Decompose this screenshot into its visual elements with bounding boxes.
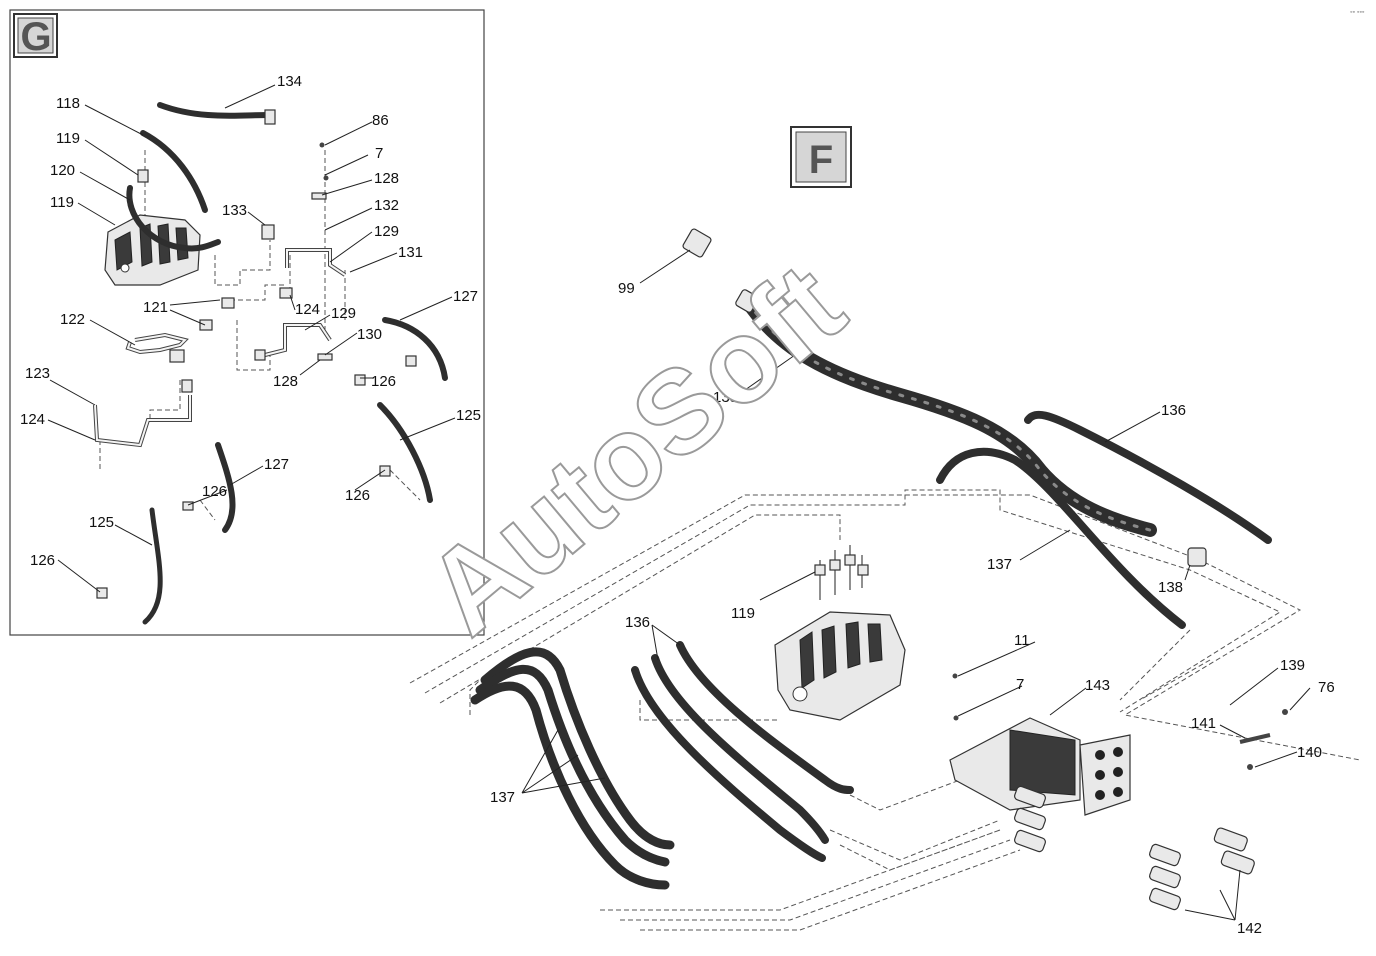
callout-126-d: 126 bbox=[30, 552, 55, 569]
callout-129-b: 129 bbox=[331, 305, 356, 322]
callout-86: 86 bbox=[372, 112, 389, 129]
callout-130: 130 bbox=[357, 326, 382, 343]
callout-143: 143 bbox=[1085, 677, 1110, 694]
bracket-143 bbox=[949, 717, 1131, 816]
callout-134: 134 bbox=[277, 73, 302, 90]
leaders-f bbox=[521, 249, 1311, 921]
callout-127: 127 bbox=[453, 288, 478, 305]
callout-126: 126 bbox=[371, 373, 396, 390]
section-g-letter: G bbox=[20, 15, 51, 59]
callout-131: 131 bbox=[398, 244, 423, 261]
section-g: G bbox=[9, 9, 485, 636]
section-f-letter: F bbox=[809, 138, 833, 182]
callout-142: 142 bbox=[1237, 920, 1262, 937]
callout-99: 99 bbox=[618, 280, 635, 297]
section-f-badge: F bbox=[790, 126, 852, 188]
callouts-g: 134 118 119 120 119 133 86 7 128 132 129… bbox=[20, 73, 481, 569]
callout-76: 76 bbox=[1318, 679, 1335, 696]
section-g-badge: G bbox=[13, 13, 58, 59]
valve-block-g bbox=[104, 214, 201, 286]
fittings-g bbox=[96, 109, 417, 599]
callout-137: 137 bbox=[987, 556, 1012, 573]
callout-135: 135 bbox=[713, 389, 738, 406]
callout-120: 120 bbox=[50, 162, 75, 179]
callout-125: 125 bbox=[456, 407, 481, 424]
fitting-138 bbox=[1187, 547, 1207, 567]
callout-122: 122 bbox=[60, 311, 85, 328]
callout-123: 123 bbox=[25, 365, 50, 382]
hoses-g bbox=[126, 102, 448, 625]
callout-128-b: 128 bbox=[273, 373, 298, 390]
hoses-136-lower bbox=[631, 641, 854, 862]
section-g-guides bbox=[99, 150, 421, 521]
fitting-99 bbox=[682, 228, 759, 313]
callout-7: 7 bbox=[375, 145, 383, 162]
callout-7-f: 7 bbox=[1016, 676, 1024, 693]
callout-119-b: 119 bbox=[50, 194, 74, 211]
callout-124: 124 bbox=[295, 301, 320, 318]
valve-block-f bbox=[774, 545, 906, 721]
leaders-g bbox=[47, 84, 456, 593]
callout-119-f: 119 bbox=[731, 605, 755, 622]
callout-128: 128 bbox=[374, 170, 399, 187]
callouts-f: 99 135 136 137 138 119 136 11 7 143 139 … bbox=[490, 280, 1335, 937]
callout-140: 140 bbox=[1297, 744, 1322, 761]
callout-126-b: 126 bbox=[202, 483, 227, 500]
couplers-142 bbox=[1014, 785, 1255, 911]
callout-129: 129 bbox=[374, 223, 399, 240]
corner-mark: ◦◦ ◦◦◦ bbox=[1350, 9, 1364, 16]
callout-137-b: 137 bbox=[490, 789, 515, 806]
callout-136: 136 bbox=[1161, 402, 1186, 419]
callout-132: 132 bbox=[374, 197, 399, 214]
section-f: F bbox=[409, 126, 1361, 937]
callout-139: 139 bbox=[1280, 657, 1305, 674]
callout-126-c: 126 bbox=[345, 487, 370, 504]
pipes-g bbox=[93, 248, 347, 448]
callout-119: 119 bbox=[56, 130, 80, 147]
hose-137-upper bbox=[936, 447, 1186, 629]
hose-136-upper bbox=[1024, 410, 1272, 544]
callout-11: 11 bbox=[1014, 632, 1030, 649]
callout-118: 118 bbox=[56, 95, 80, 112]
callout-124-b: 124 bbox=[20, 411, 45, 428]
section-f-guides bbox=[409, 489, 1361, 931]
hose-135 bbox=[741, 295, 1157, 537]
callout-127-b: 127 bbox=[264, 456, 289, 473]
callout-133: 133 bbox=[222, 202, 247, 219]
callout-138: 138 bbox=[1158, 579, 1183, 596]
callout-136-b: 136 bbox=[625, 614, 650, 631]
callout-141: 141 bbox=[1191, 715, 1216, 732]
callout-121: 121 bbox=[143, 299, 168, 316]
callout-125-b: 125 bbox=[89, 514, 114, 531]
small-parts-f bbox=[952, 673, 1288, 770]
